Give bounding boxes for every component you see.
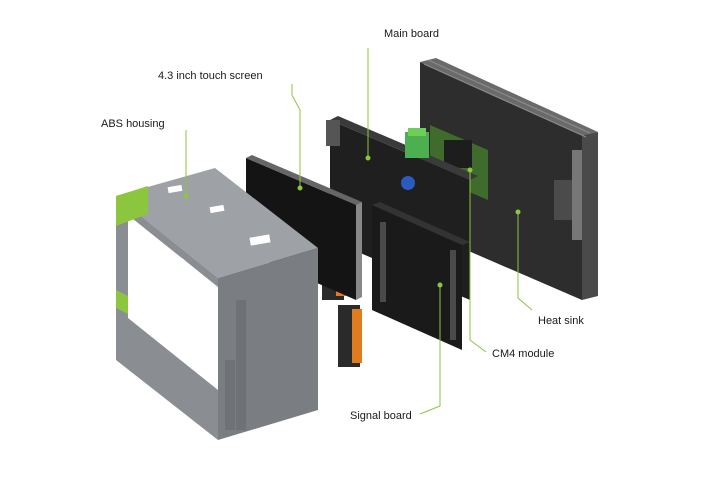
- label-touch-screen: 4.3 inch touch screen: [158, 70, 263, 82]
- leader-dots: [183, 155, 521, 288]
- label-cm4-module: CM4 module: [492, 348, 555, 360]
- label-signal-board: Signal board: [350, 410, 412, 422]
- leader-lines: [185, 48, 533, 415]
- touch-screen-part: [246, 155, 362, 300]
- label-main-board: Main board: [384, 28, 440, 40]
- abs-housing-part: [116, 168, 318, 440]
- label-heat-sink: Heat sink: [538, 315, 584, 327]
- label-abs-housing: ABS housing: [101, 118, 165, 130]
